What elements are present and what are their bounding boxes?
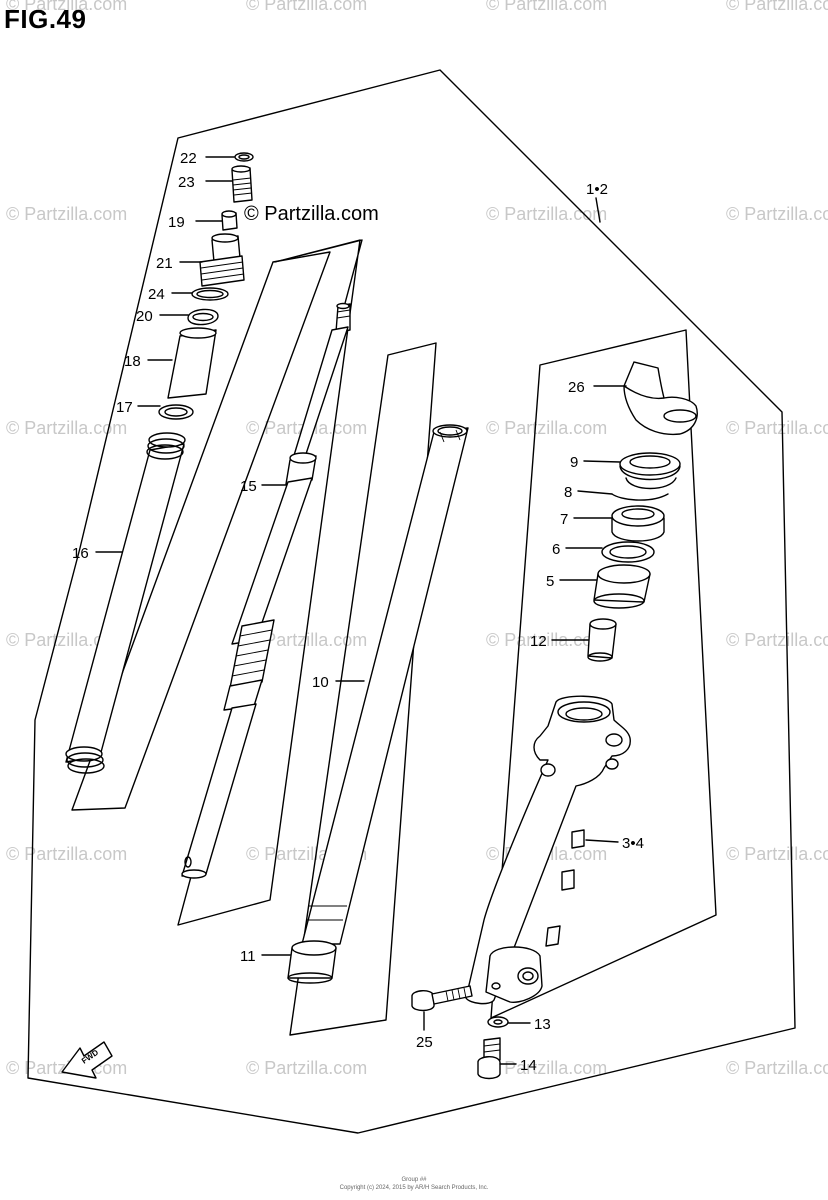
watermark: © Partzilla.com bbox=[726, 630, 828, 650]
part-25-bolt[interactable] bbox=[411, 985, 473, 1012]
part-11-bushing[interactable] bbox=[287, 940, 337, 984]
part-17-washer[interactable] bbox=[158, 404, 194, 420]
part-21-cap-bolt[interactable] bbox=[199, 233, 245, 287]
part-10-inner-tube[interactable] bbox=[301, 424, 469, 945]
callout-26[interactable]: 26 bbox=[568, 379, 585, 396]
callout-3-4[interactable]: 3•4 bbox=[622, 835, 644, 852]
callout-14[interactable]: 14 bbox=[520, 1057, 537, 1074]
part-9-dust-seal[interactable] bbox=[619, 452, 681, 490]
watermark: © Partzilla.com bbox=[486, 1058, 608, 1078]
brand-label: © Partzilla.com bbox=[244, 203, 379, 225]
callout-11[interactable]: 11 bbox=[240, 948, 256, 965]
fwd-arrow-icon: FWD bbox=[61, 1041, 113, 1079]
watermark: © Partzilla.com bbox=[726, 418, 828, 438]
figure-title: FIG.49 bbox=[4, 4, 87, 34]
part-6-washer[interactable] bbox=[601, 541, 655, 563]
callout-9[interactable]: 9 bbox=[570, 454, 578, 471]
callout-19[interactable]: 19 bbox=[168, 214, 185, 231]
callout-16[interactable]: 16 bbox=[72, 545, 89, 562]
part-3-4-outer-tube[interactable] bbox=[465, 695, 631, 1005]
watermark: © Partzilla.com bbox=[486, 418, 608, 438]
part-23-adjuster[interactable] bbox=[231, 165, 253, 203]
watermark: © Partzilla.com bbox=[726, 0, 828, 14]
footer-line-2: Copyright (c) 2024, 2015 by AR/H Search … bbox=[339, 1185, 489, 1191]
part-8-clip[interactable] bbox=[611, 493, 669, 501]
watermark: © Partzilla.com bbox=[246, 630, 368, 650]
part-15-damper-rod[interactable] bbox=[181, 302, 351, 879]
watermark: © Partzilla.com bbox=[726, 204, 828, 224]
callout-22[interactable]: 22 bbox=[180, 150, 197, 167]
part-16-spring[interactable] bbox=[65, 432, 186, 774]
watermark: © Partzilla.com bbox=[726, 1058, 828, 1078]
callout-25[interactable]: 25 bbox=[416, 1034, 433, 1051]
panel-outer-tube bbox=[490, 329, 717, 1019]
watermark: © Partzilla.com bbox=[246, 0, 368, 14]
callout-6[interactable]: 6 bbox=[552, 541, 560, 558]
part-24-o-ring[interactable] bbox=[191, 287, 229, 301]
callout-21[interactable]: 21 bbox=[156, 255, 173, 272]
part-5-bushing[interactable] bbox=[593, 564, 651, 609]
part-13-gasket[interactable] bbox=[487, 1016, 509, 1028]
part-19-collar[interactable] bbox=[221, 210, 238, 231]
callout-10[interactable]: 10 bbox=[312, 674, 329, 691]
part-26-dust-cover[interactable] bbox=[623, 361, 698, 436]
part-22-o-ring[interactable] bbox=[234, 152, 254, 162]
watermark: © Partzilla.com bbox=[6, 418, 128, 438]
callout-18[interactable]: 18 bbox=[124, 353, 141, 370]
callout-17[interactable]: 17 bbox=[116, 399, 133, 416]
watermark: © Partzilla.com bbox=[486, 630, 608, 650]
footer: Group ## Copyright (c) 2024, 2015 by AR/… bbox=[0, 1176, 828, 1192]
panel-damper-rod bbox=[177, 239, 363, 926]
callout-5[interactable]: 5 bbox=[546, 573, 554, 590]
callout-23[interactable]: 23 bbox=[178, 174, 195, 191]
outer-frame bbox=[27, 69, 796, 1134]
callout-7[interactable]: 7 bbox=[560, 511, 568, 528]
watermark: © Partzilla.com bbox=[726, 844, 828, 864]
watermark: © Partzilla.com bbox=[6, 844, 128, 864]
callout-12[interactable]: 12 bbox=[530, 633, 547, 650]
watermark: © Partzilla.com bbox=[6, 0, 128, 14]
part-7-oil-seal[interactable] bbox=[611, 505, 665, 542]
watermark: © Partzilla.com bbox=[246, 1058, 368, 1078]
watermark: © Partzilla.com bbox=[486, 0, 608, 14]
callout-15[interactable]: 15 bbox=[240, 478, 257, 495]
callout-8[interactable]: 8 bbox=[564, 484, 572, 501]
watermark: © Partzilla.com bbox=[486, 204, 608, 224]
part-18-spacer[interactable] bbox=[167, 327, 217, 399]
footer-line-1: Group ## bbox=[401, 1177, 427, 1183]
callout-1-2[interactable]: 1•2 bbox=[586, 181, 608, 198]
callout-24[interactable]: 24 bbox=[148, 286, 165, 303]
watermark: © Partzilla.com bbox=[6, 204, 128, 224]
panel-spring bbox=[71, 251, 331, 811]
leader-lines bbox=[95, 156, 627, 1065]
panel-inner-tube bbox=[289, 342, 437, 1036]
callout-13[interactable]: 13 bbox=[534, 1016, 551, 1033]
callout-labels: 22 23 19 21 24 20 18 17 16 15 10 11 1•2 … bbox=[72, 150, 644, 1074]
callout-20[interactable]: 20 bbox=[136, 308, 153, 325]
part-20-stopper-ring[interactable] bbox=[187, 308, 219, 326]
part-12-oil-lock[interactable] bbox=[587, 618, 617, 662]
part-14-bolt[interactable] bbox=[477, 1037, 501, 1080]
